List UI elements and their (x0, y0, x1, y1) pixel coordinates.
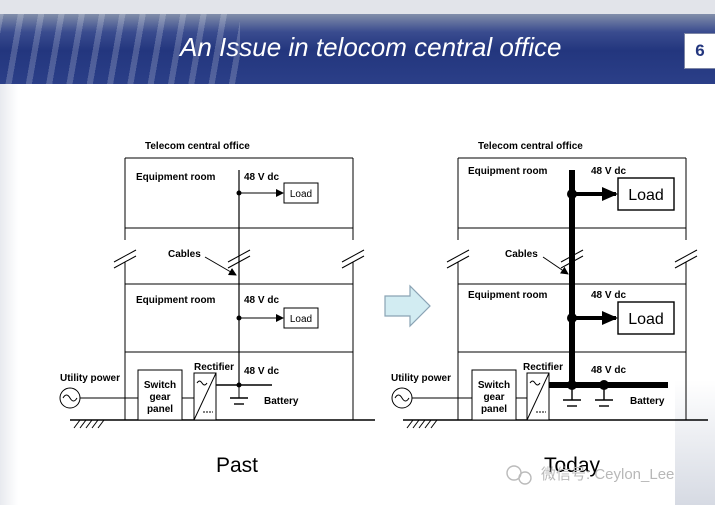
past-building-label: Telecom central office (145, 141, 250, 152)
past-voltage-top: 48 V dc (244, 172, 279, 183)
past-load-mid-label: Load (290, 314, 312, 325)
past-rectifier-ac (196, 380, 208, 386)
today-cables-pointer (542, 256, 569, 275)
today-switchgear-line2: gear (483, 392, 504, 403)
today-voltage-mid: 48 V dc (591, 290, 626, 301)
today-voltage-bottom: 48 V dc (591, 365, 626, 376)
today-building-label: Telecom central office (478, 141, 583, 152)
page-number: 6 (684, 33, 715, 69)
title-banner (0, 0, 715, 84)
today-load-top-label: Load (628, 187, 664, 204)
past-cables-label: Cables (168, 249, 201, 260)
wechat-icon-bubble (518, 471, 532, 485)
past-rectifier-diagonal (193, 372, 217, 421)
today-voltage-top: 48 V dc (591, 166, 626, 177)
past-utility-label: Utility power (60, 373, 120, 384)
left-shadow-decoration (0, 84, 18, 505)
past-diagram: Telecom central office (59, 141, 375, 477)
past-load-top (283, 182, 319, 204)
today-load-mid (617, 301, 675, 335)
past-ground-hatch (73, 419, 105, 429)
past-switchgear-panel (137, 369, 183, 421)
today-load-top (617, 177, 675, 211)
watermark-text: 微信号: Ceylon_Lee (541, 466, 674, 483)
watermark: 微信号: Ceylon_Lee (506, 465, 674, 485)
past-rectifier-label: Rectifier (194, 362, 234, 373)
today-load-mid-label: Load (628, 311, 664, 328)
today-rectifier-label: Rectifier (523, 362, 563, 373)
slide-title: An Issue in telocom central office (180, 32, 562, 62)
past-voltage-bottom: 48 V dc (244, 366, 279, 377)
past-voltage-mid: 48 V dc (244, 295, 279, 306)
keyboard-decoration (0, 0, 240, 84)
today-utility-label: Utility power (391, 373, 451, 384)
past-sine-icon (62, 394, 78, 402)
past-room-top: Equipment room (136, 172, 216, 183)
today-room-top: Equipment room (468, 166, 548, 177)
today-sine-icon (394, 394, 410, 402)
today-room-mid: Equipment room (468, 290, 548, 301)
today-diagram: Telecom central office Equipme (391, 141, 708, 477)
today-switchgear-line1: Switch (478, 380, 510, 391)
past-load-mid (283, 307, 319, 329)
past-switchgear-line2: gear (149, 392, 170, 403)
today-rectifier-ac (529, 380, 541, 386)
today-battery-label: Battery (630, 396, 665, 407)
today-cables-label: Cables (505, 249, 538, 260)
today-caption: Today (544, 454, 601, 477)
past-battery-label: Battery (264, 396, 299, 407)
banner-top-strip (0, 0, 715, 14)
transition-arrow-icon (384, 284, 431, 328)
past-switchgear-line3: panel (147, 404, 173, 415)
today-rectifier-diagonal (526, 372, 550, 421)
today-ground-hatch (406, 419, 438, 429)
past-room-mid: Equipment room (136, 295, 216, 306)
past-caption: Past (216, 454, 258, 477)
today-switchgear-panel (471, 369, 517, 421)
past-switchgear-line1: Switch (144, 380, 176, 391)
today-switchgear-line3: panel (481, 404, 507, 415)
corner-decoration (675, 380, 715, 505)
past-cables-pointer (204, 256, 237, 276)
past-load-top-label: Load (290, 189, 312, 200)
